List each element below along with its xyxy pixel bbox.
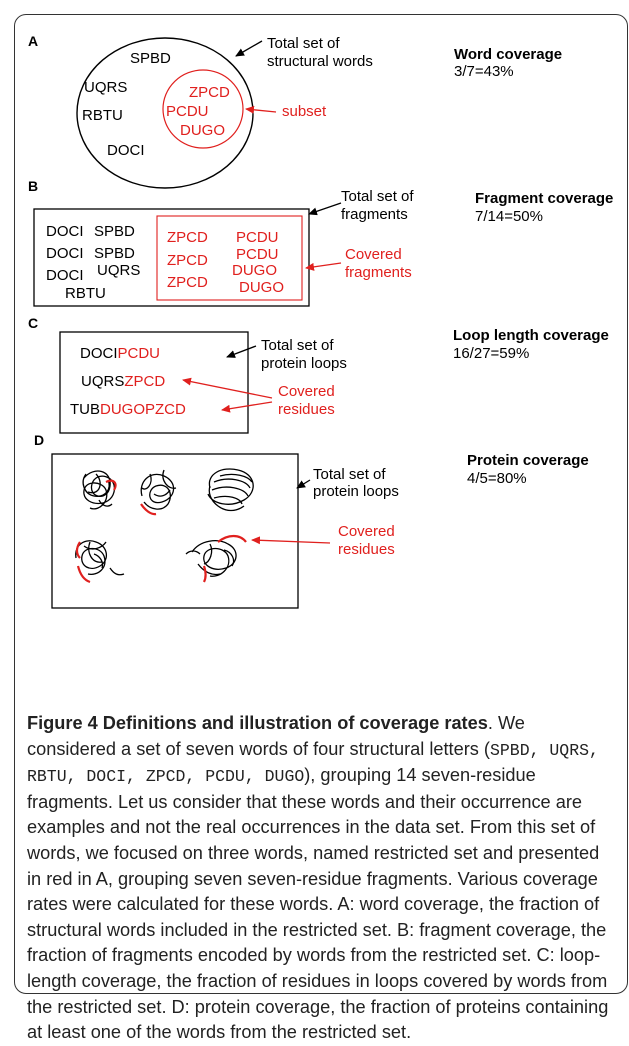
- protein-loops-box: [59, 331, 249, 434]
- frag-doci-1: DOCI: [46, 223, 84, 240]
- covered-proteins-arrow: [251, 536, 331, 545]
- total-loops-arrow: [226, 345, 257, 358]
- frag-uqrs: UQRS: [97, 262, 140, 279]
- word-spbd: SPBD: [130, 50, 171, 67]
- word-zpcd: ZPCD: [189, 84, 230, 101]
- total-words-label-1: Total set of: [267, 35, 340, 52]
- protein-1: [82, 470, 117, 510]
- total-words-label-2: structural words: [267, 53, 373, 70]
- protein-structures-box: [51, 453, 299, 609]
- word-uqrs: UQRS: [84, 79, 127, 96]
- frag-pcdu-2: PCDU: [236, 246, 279, 263]
- subset-ellipse: [162, 69, 244, 149]
- frag-spbd-1: SPBD: [94, 223, 135, 240]
- fragment-coverage-title: Fragment coverage: [475, 190, 613, 207]
- protein-coverage-title: Protein coverage: [467, 452, 589, 469]
- loop-coverage-title: Loop length coverage: [453, 327, 609, 344]
- total-proteins-arrow: [296, 479, 311, 489]
- fragments-box: [33, 208, 310, 307]
- covered-residues-arrow-1: [182, 377, 273, 399]
- total-loops-label-2: protein loops: [261, 355, 347, 372]
- loop-coverage-value: 16/27=59%: [453, 345, 529, 362]
- covered-residues-label-1: Covered: [278, 383, 335, 400]
- total-words-arrow: [235, 40, 263, 57]
- subset-arrow: [245, 105, 277, 114]
- frag-doci-3: DOCI: [46, 267, 84, 284]
- total-fragments-label-1: Total set of: [341, 188, 414, 205]
- panel-c-letter: C: [28, 315, 38, 331]
- frag-dugo-2: DUGO: [239, 279, 284, 296]
- figure-illustration: A SPBD UQRS RBTU DOCI ZPCD PCDU DUGO Tot…: [28, 33, 613, 609]
- word-pcdu: PCDU: [166, 103, 209, 120]
- loop-1: DOCIPCDU: [80, 345, 160, 362]
- word-dugo: DUGO: [180, 122, 225, 139]
- covered-proteins-label-1: Covered: [338, 523, 395, 540]
- panel-c: C DOCIPCDU UQRSZPCD TUBDUGOPZCD Total se…: [28, 315, 609, 434]
- panel-a-letter: A: [28, 33, 38, 49]
- word-coverage-value: 3/7=43%: [454, 63, 514, 80]
- caption-text-2: ), grouping 14 seven-residue fragments. …: [27, 765, 609, 1043]
- frag-zpcd-3: ZPCD: [167, 274, 208, 291]
- loop-3: TUBDUGOPZCD: [70, 401, 186, 418]
- word-rbtu: RBTU: [82, 107, 123, 124]
- frag-pcdu-1: PCDU: [236, 229, 279, 246]
- panel-a: A SPBD UQRS RBTU DOCI ZPCD PCDU DUGO Tot…: [28, 33, 562, 189]
- total-fragments-label-2: fragments: [341, 206, 408, 223]
- total-loops-label-1: Total set of: [261, 337, 334, 354]
- covered-residues-arrow-2: [221, 401, 273, 413]
- figure-caption: Figure 4 Definitions and illustration of…: [27, 711, 617, 1046]
- subset-label: subset: [282, 103, 327, 120]
- protein-coverage-value: 4/5=80%: [467, 470, 527, 487]
- total-proteins-label-1: Total set of: [313, 466, 386, 483]
- caption-title: Figure 4 Definitions and illustration of…: [27, 713, 488, 733]
- frag-zpcd-2: ZPCD: [167, 252, 208, 269]
- figure-frame: [14, 14, 628, 994]
- fragment-coverage-value: 7/14=50%: [475, 208, 543, 225]
- covered-residues-label-2: residues: [278, 401, 335, 418]
- frag-doci-2: DOCI: [46, 245, 84, 262]
- total-proteins-label-2: protein loops: [313, 483, 399, 500]
- protein-4: [75, 540, 125, 584]
- protein-2: [140, 469, 177, 516]
- covered-proteins-label-2: residues: [338, 541, 395, 558]
- frag-rbtu: RBTU: [65, 285, 106, 302]
- panel-b: B DOCI SPBD DOCI SPBD DOCI UQRS RBTU ZPC…: [28, 178, 613, 307]
- frag-zpcd-1: ZPCD: [167, 229, 208, 246]
- word-coverage-title: Word coverage: [454, 46, 562, 63]
- protein-3: [207, 468, 254, 512]
- loop-2: UQRSZPCD: [81, 373, 165, 390]
- caption-word-list: SPBD, UQRS, RBTU, DOCI, ZPCD, PCDU, DUGO: [27, 740, 599, 787]
- covered-fragments-label-1: Covered: [345, 246, 402, 263]
- covered-fragments-arrow: [305, 262, 342, 271]
- caption-text-1: . We considered a set of seven words of …: [27, 713, 525, 759]
- word-doci: DOCI: [107, 142, 145, 159]
- frag-dugo-1: DUGO: [232, 262, 277, 279]
- covered-fragments-box: [156, 215, 303, 301]
- total-fragments-arrow: [308, 202, 342, 216]
- panel-d-letter: D: [34, 432, 44, 448]
- protein-5: [185, 534, 247, 583]
- panel-b-letter: B: [28, 178, 38, 194]
- frag-spbd-2: SPBD: [94, 245, 135, 262]
- covered-fragments-label-2: fragments: [345, 264, 412, 281]
- panel-d: D: [34, 432, 589, 609]
